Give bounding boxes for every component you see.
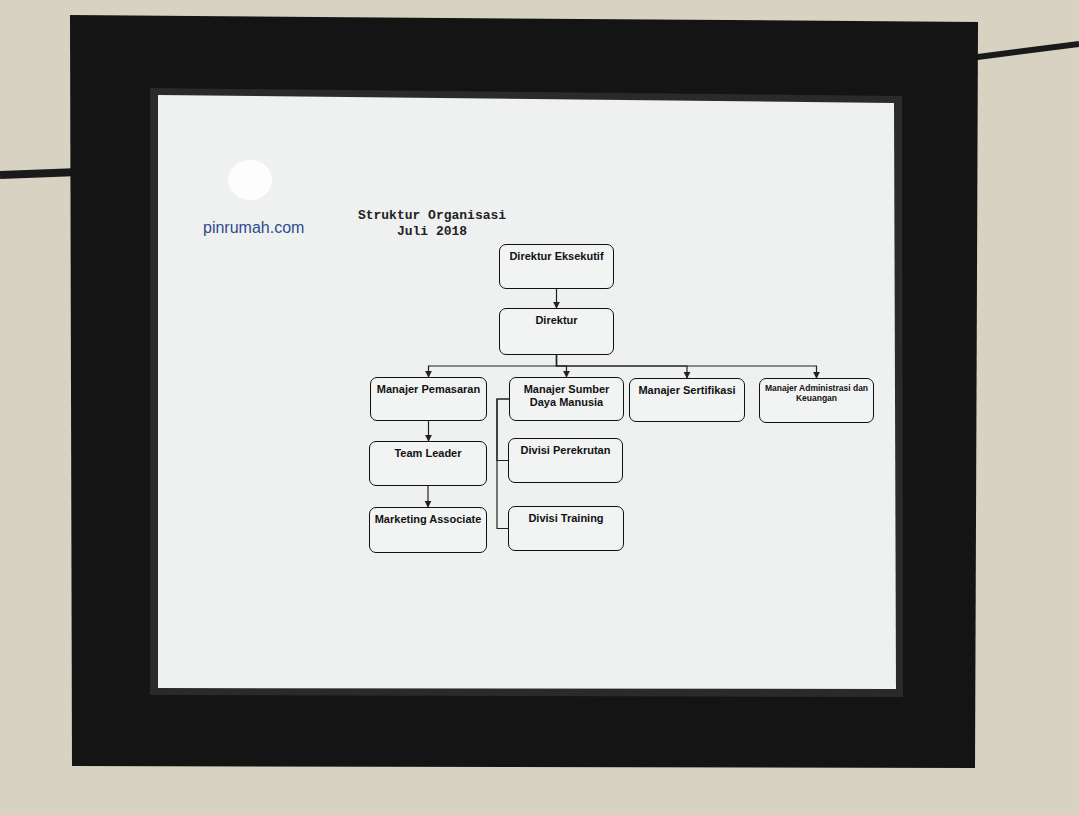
org-box: Divisi Perekrutan xyxy=(508,438,623,483)
box-label: Manajer Pemasaran xyxy=(375,383,482,396)
box-label: Manajer Administrasi dan Keuangan xyxy=(764,384,869,404)
glare xyxy=(228,160,272,200)
frame-outer xyxy=(70,15,978,768)
org-box: Manajer Sertifikasi xyxy=(629,378,745,422)
org-box: Manajer Sumber Daya Manusia xyxy=(509,377,624,421)
box-label: Direktur xyxy=(504,314,609,327)
org-box: Divisi Training xyxy=(508,506,624,551)
box-label: Divisi Perekrutan xyxy=(513,444,618,457)
cable xyxy=(970,44,1079,58)
org-box: Marketing Associate xyxy=(369,507,487,553)
connector xyxy=(428,421,429,441)
org-box: Manajer Pemasaran xyxy=(370,377,487,421)
box-label: Marketing Associate xyxy=(374,513,482,526)
org-box: Direktur xyxy=(499,308,614,355)
connector xyxy=(427,486,428,507)
org-box: Direktur Eksekutif xyxy=(499,244,614,289)
connector xyxy=(429,355,557,377)
chart-title: Struktur Organisasi Juli 2018 xyxy=(348,208,516,239)
box-label: Team Leader xyxy=(374,447,482,460)
paper xyxy=(158,95,896,689)
box-label: Manajer Sumber Daya Manusia xyxy=(514,383,619,408)
connector xyxy=(557,355,817,378)
box-label: Direktur Eksekutif xyxy=(504,250,609,263)
box-label: Divisi Training xyxy=(513,512,619,525)
box-label: Manajer Sertifikasi xyxy=(634,384,740,397)
org-box: Team Leader xyxy=(369,441,487,486)
org-box: Manajer Administrasi dan Keuangan xyxy=(759,378,874,423)
connector xyxy=(556,289,557,308)
frame-inner-edge xyxy=(150,88,903,697)
logo-text: pinrumah.com xyxy=(203,219,304,237)
